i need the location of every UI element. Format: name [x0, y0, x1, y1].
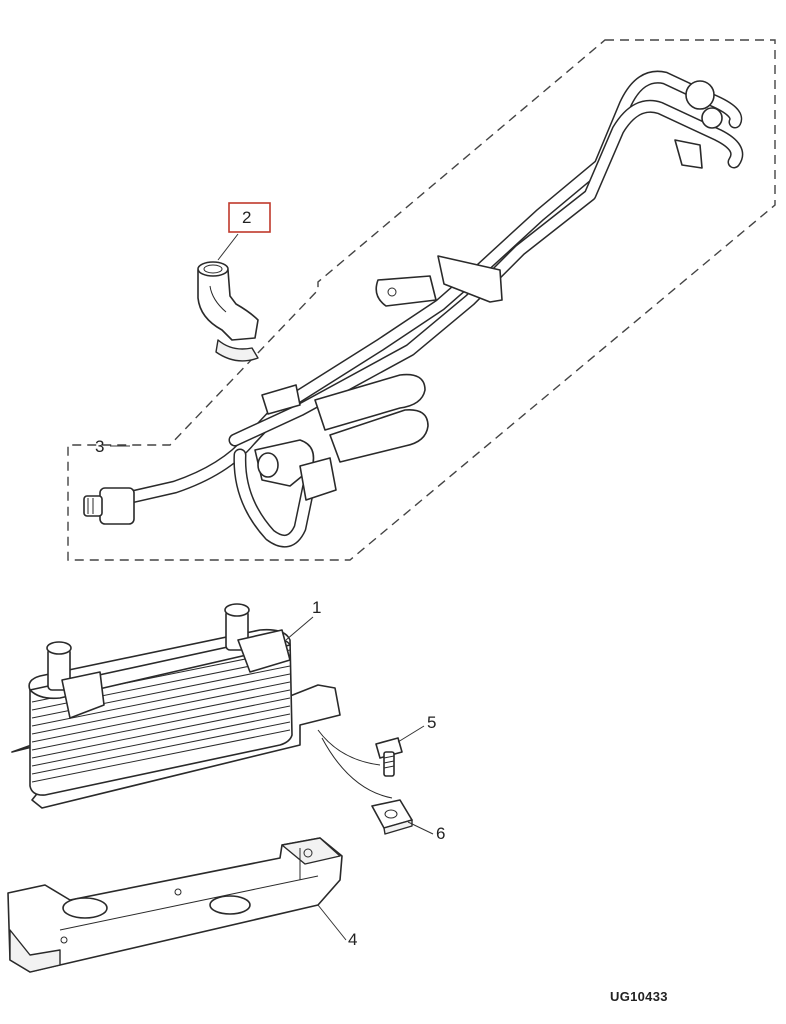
callout-5-label: 5	[427, 713, 436, 732]
callout-1-label: 1	[312, 598, 321, 617]
callout-6-leader	[407, 821, 434, 835]
callout-4-label: 4	[348, 930, 357, 949]
callout-6-label: 6	[436, 824, 445, 843]
pipe-assembly-boundary	[67, 39, 776, 561]
callout-2-label: 2	[242, 208, 251, 227]
part-1-oil-cooler	[11, 603, 393, 809]
part-5-bolt	[375, 737, 403, 777]
callout-2-leader	[217, 233, 239, 261]
callout-3-label: 3	[95, 437, 104, 456]
callout-5-leader	[397, 725, 425, 743]
callout-2-highlight-box	[228, 202, 271, 233]
part-3-pipe-assembly	[83, 70, 744, 548]
callout-4-leader	[317, 904, 347, 941]
part-4-bracket	[7, 837, 343, 973]
callout-1-leader	[285, 616, 314, 641]
part-6-nut	[371, 799, 413, 835]
reference-code: UG10433	[610, 989, 668, 1004]
part-2-hose	[197, 261, 259, 362]
